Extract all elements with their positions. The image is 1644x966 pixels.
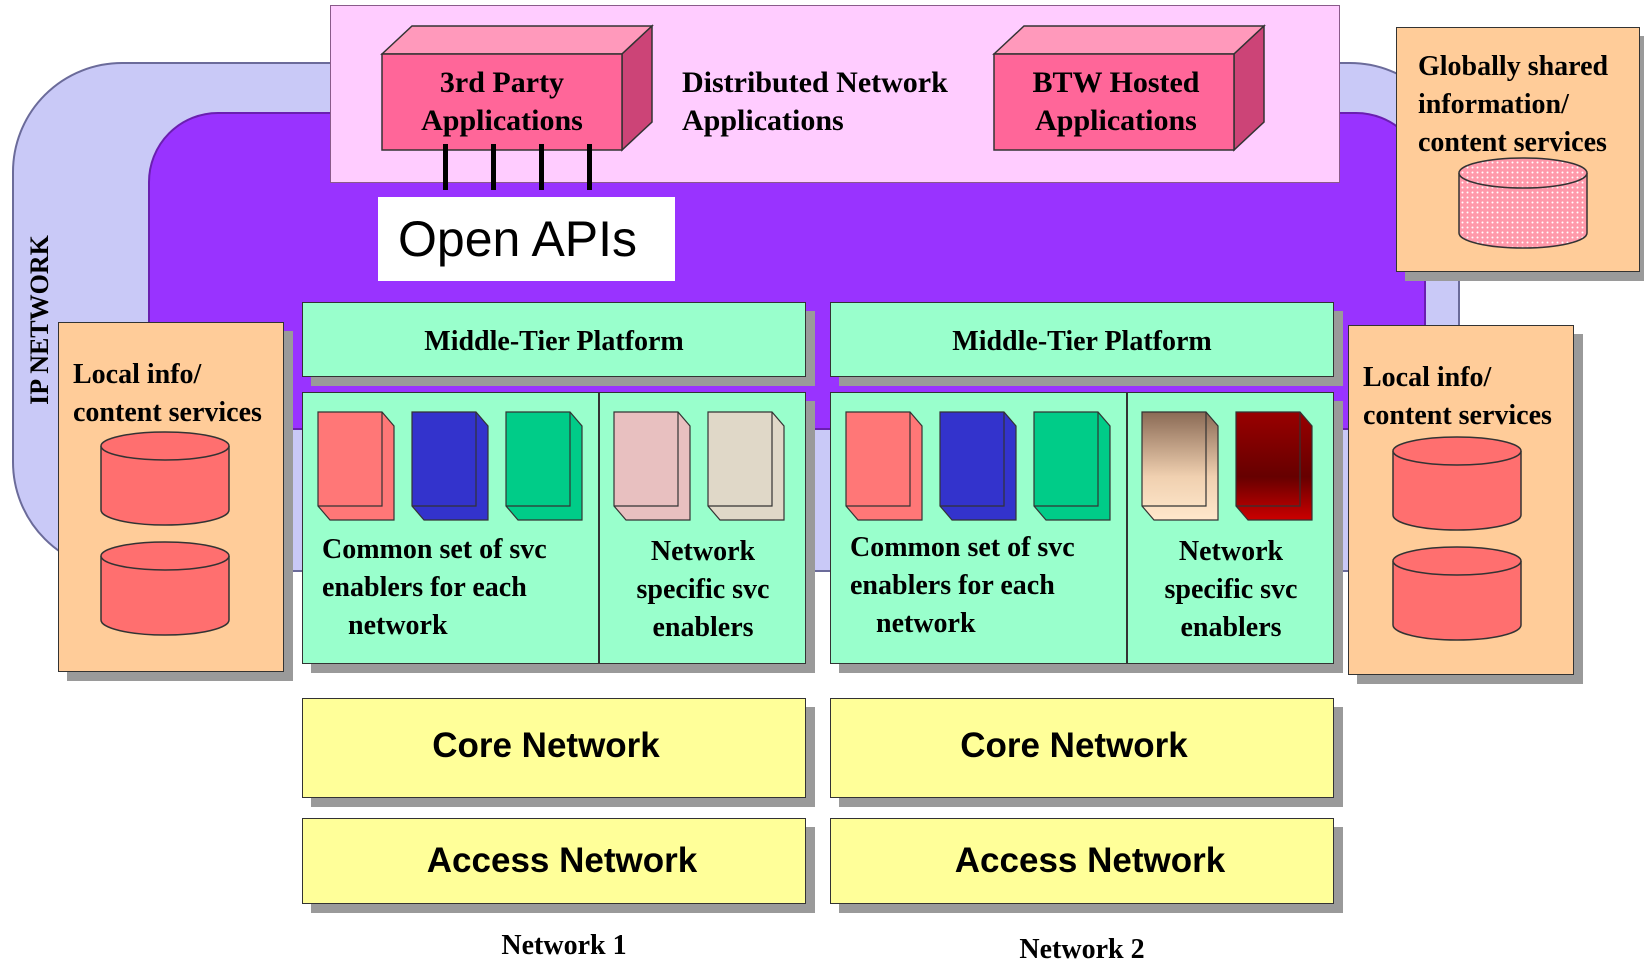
specific-cube-beige-1: [707, 411, 785, 521]
enabler-cube-blue-2: [939, 411, 1017, 521]
network-2-label: Network 2: [1019, 934, 1145, 965]
enablers-divider-2: [1126, 392, 1128, 664]
network-1-label: Network 1: [501, 930, 627, 961]
btw-hosted-apps-label: BTW Hosted Applications: [996, 64, 1236, 140]
specific-cube-bronze-2: [1141, 411, 1219, 521]
local-services-right-label: Local info/ content services: [1363, 359, 1552, 435]
specific-enablers-1-line2: specific svc: [636, 574, 770, 605]
local-right-line2: content services: [1363, 400, 1552, 431]
local-left-database-icon-1: [100, 431, 230, 526]
specific-cube-maroon-2: [1235, 411, 1313, 521]
enabler-cube-green-2: [1033, 411, 1111, 521]
local-left-database-icon-2: [100, 541, 230, 636]
specific-enablers-2-line3: enablers: [1180, 612, 1282, 643]
third-party-apps-box: [380, 24, 654, 152]
specific-enablers-2-line1: Network: [1178, 536, 1284, 567]
local-right-database-icon-1: [1392, 436, 1522, 531]
global-services-label: Globally shared information/ content ser…: [1418, 48, 1608, 162]
open-apis-label: Open APIs: [378, 197, 675, 281]
enabler-cube-red-2: [845, 411, 923, 521]
core-network-1: [302, 698, 806, 798]
distributed-label-line2: Applications: [682, 104, 844, 137]
distributed-label-line1: Distributed Network: [682, 66, 948, 99]
enablers-divider-1: [598, 392, 600, 664]
global-services-line1: Globally shared: [1418, 51, 1609, 82]
middle-tier-title-2: Middle-Tier Platform: [952, 326, 1212, 357]
common-enablers-1-line3: network: [348, 610, 448, 641]
common-enablers-label-2: Common set of svc enablers for each netw…: [850, 529, 1075, 643]
btw-hosted-line2: Applications: [1035, 104, 1197, 137]
third-party-line2: Applications: [421, 104, 583, 137]
core-network-1-label: Core Network: [432, 726, 660, 765]
local-services-left-label: Local info/ content services: [73, 356, 262, 432]
enabler-cube-red-1: [317, 411, 395, 521]
core-network-2-label: Core Network: [960, 726, 1188, 765]
btw-hosted-line1: BTW Hosted: [1032, 66, 1200, 99]
specific-enablers-1-line3: enablers: [652, 612, 754, 643]
common-enablers-2-line3: network: [876, 608, 976, 639]
common-enablers-1-line2: enablers for each: [322, 572, 527, 603]
global-services-line2: information/: [1418, 89, 1569, 120]
local-right-database-icon-2: [1392, 546, 1522, 641]
third-party-apps-label: 3rd Party Applications: [382, 64, 622, 140]
access-network-1: [302, 818, 806, 904]
api-connector-2: [491, 144, 496, 190]
middle-tier-platform-1: [302, 302, 806, 377]
local-left-line2: content services: [73, 397, 262, 428]
common-enablers-2-line1: Common set of svc: [850, 532, 1075, 563]
api-connector-3: [539, 144, 544, 190]
local-left-line1: Local info/: [73, 359, 202, 390]
common-enablers-1-line1: Common set of svc: [322, 534, 547, 565]
access-network-2: [830, 818, 1334, 904]
third-party-line1: 3rd Party: [439, 66, 565, 99]
specific-enablers-2-line2: specific svc: [1164, 574, 1298, 605]
api-connector-4: [587, 144, 592, 190]
local-right-line1: Local info/: [1363, 362, 1492, 393]
common-enablers-2-line2: enablers for each: [850, 570, 1055, 601]
distributed-label: Distributed Network Applications: [682, 64, 948, 140]
access-network-1-label: Access Network: [426, 841, 698, 880]
enabler-cube-blue-1: [411, 411, 489, 521]
api-connector-1: [443, 144, 448, 190]
common-enablers-label-1: Common set of svc enablers for each netw…: [322, 531, 547, 645]
specific-enablers-1-line1: Network: [650, 536, 756, 567]
middle-tier-platform-2: [830, 302, 1334, 377]
middle-tier-title-1: Middle-Tier Platform: [424, 326, 684, 357]
btw-hosted-apps-box: [992, 24, 1266, 152]
global-services-line3: content services: [1418, 127, 1607, 158]
access-network-2-label: Access Network: [954, 841, 1226, 880]
specific-enablers-label-1: Network specific svc enablers: [618, 533, 788, 647]
ip-network-label: IP NETWORK: [25, 235, 54, 405]
global-database-icon: [1458, 157, 1588, 249]
specific-cube-pink-1: [613, 411, 691, 521]
enabler-cube-green-1: [505, 411, 583, 521]
specific-enablers-label-2: Network specific svc enablers: [1146, 533, 1316, 647]
core-network-2: [830, 698, 1334, 798]
